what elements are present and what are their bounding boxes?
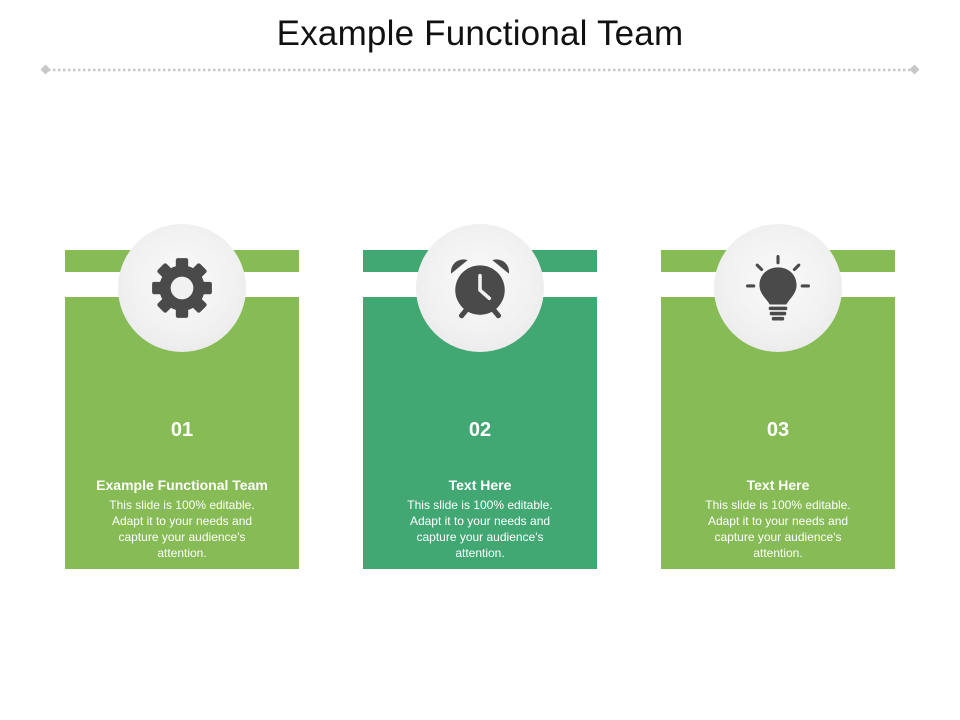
card-heading: Example Functional Team [96, 477, 268, 493]
card-number: 01 [170, 419, 194, 441]
icon-circle [118, 224, 246, 352]
card-heading: Text Here [448, 477, 512, 493]
card-01: 01 Example Functional Team This slide is… [65, 224, 299, 569]
slide-title: Example Functional Team [276, 14, 684, 53]
title-divider [40, 64, 920, 75]
card-number: 03 [766, 419, 790, 441]
alarm-clock-icon [450, 259, 510, 319]
icon-circle [714, 224, 842, 352]
gear-icon [152, 258, 212, 318]
card-body: 01 Example Functional Team This slide is… [65, 297, 299, 569]
card-description: This slide is 100% editable. Adapt it to… [109, 498, 255, 560]
card-02: 02 Text Here This slide is 100% editable… [363, 224, 597, 569]
light-bulb-icon [746, 255, 810, 321]
card-03: 03 Text Here This slide is 100% editable… [661, 224, 895, 569]
card-description: This slide is 100% editable. Adapt it to… [705, 498, 851, 560]
card-heading: Text Here [746, 477, 810, 493]
icon-circle [416, 224, 544, 352]
card-number: 02 [468, 419, 492, 441]
card-description: This slide is 100% editable. Adapt it to… [407, 498, 553, 560]
